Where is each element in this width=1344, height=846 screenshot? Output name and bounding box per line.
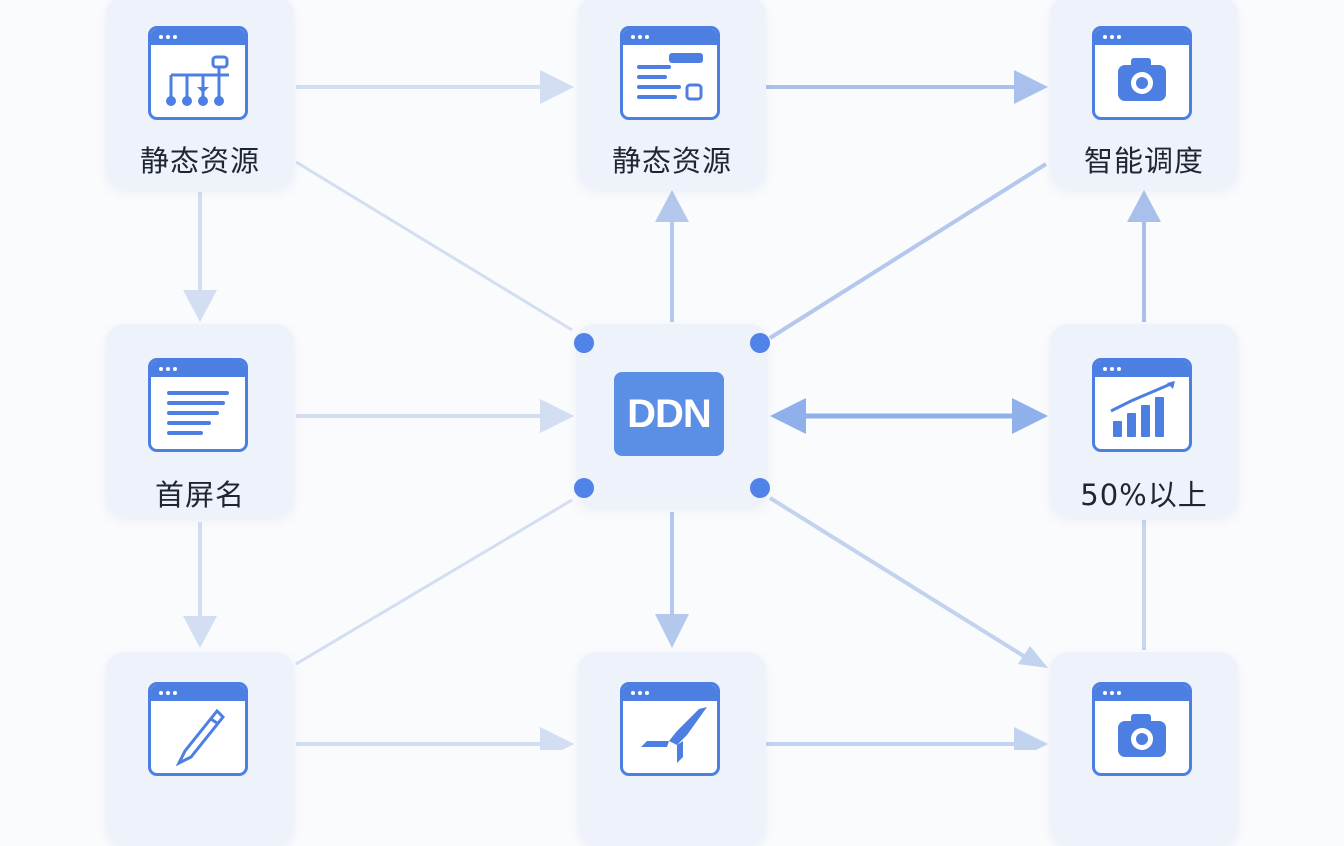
node-label: 50%以上	[1080, 478, 1208, 512]
arrowhead-bottom-left	[183, 616, 217, 648]
resize-handle-top-left[interactable]	[574, 333, 594, 353]
resize-handle-bottom-left[interactable]	[574, 478, 594, 498]
arrowhead-bottom-center	[655, 614, 689, 648]
bar-chart-window-icon	[1092, 358, 1192, 452]
resize-handle-bottom-right[interactable]	[750, 478, 770, 498]
connector-ddn-to-bottom-right	[768, 496, 1032, 662]
arrowhead-top-center-up	[655, 190, 689, 222]
connector-top-left-to-ddn	[295, 160, 573, 332]
node-label: 静态资源	[139, 144, 260, 178]
ddn-hub[interactable]: DDN	[576, 324, 768, 508]
text-lines-window-icon	[148, 358, 248, 452]
arrowhead-middle-right	[1012, 398, 1048, 434]
resize-handle-top-right[interactable]	[750, 333, 770, 353]
node-top-center[interactable]: 静态资源	[578, 0, 766, 190]
arrowhead-ddn-left	[540, 399, 574, 433]
rocket-window-icon	[620, 682, 720, 776]
node-top-left[interactable]: 静态资源	[106, 0, 294, 190]
arrowhead-bottom-right	[1018, 646, 1048, 668]
camera-window-icon	[1092, 682, 1192, 776]
node-bottom-center[interactable]	[578, 652, 766, 846]
ddn-logo: DDN	[614, 372, 724, 456]
camera-window-icon	[1092, 26, 1192, 120]
pen-window-icon	[148, 682, 248, 776]
connector-ddn-to-top-right	[768, 162, 1048, 340]
node-bottom-right[interactable]	[1050, 652, 1238, 846]
node-top-right[interactable]: 智能调度	[1050, 0, 1238, 190]
node-label: 智能调度	[1083, 144, 1204, 178]
arrowhead-ddn-right	[770, 398, 806, 434]
node-bottom-left[interactable]	[106, 652, 294, 846]
arrowhead-top-right-up	[1127, 190, 1161, 222]
arrowhead-top-center	[540, 70, 574, 104]
tree-chart-window-icon	[148, 26, 248, 120]
arrowhead-top-right	[1014, 70, 1048, 104]
connector-bottom-left-to-ddn	[295, 498, 573, 666]
node-label: 静态资源	[611, 144, 732, 178]
arrowhead-bottom-center-row	[540, 727, 574, 750]
arrowhead-bottom-right-row	[1014, 727, 1048, 750]
arrowhead-middle-left	[183, 290, 217, 322]
node-middle-right[interactable]: 50%以上	[1050, 324, 1238, 518]
document-list-window-icon	[620, 26, 720, 120]
node-middle-left[interactable]: 首屏名	[106, 324, 294, 518]
connector-layer	[183, 70, 1161, 750]
node-label: 首屏名	[154, 478, 245, 512]
